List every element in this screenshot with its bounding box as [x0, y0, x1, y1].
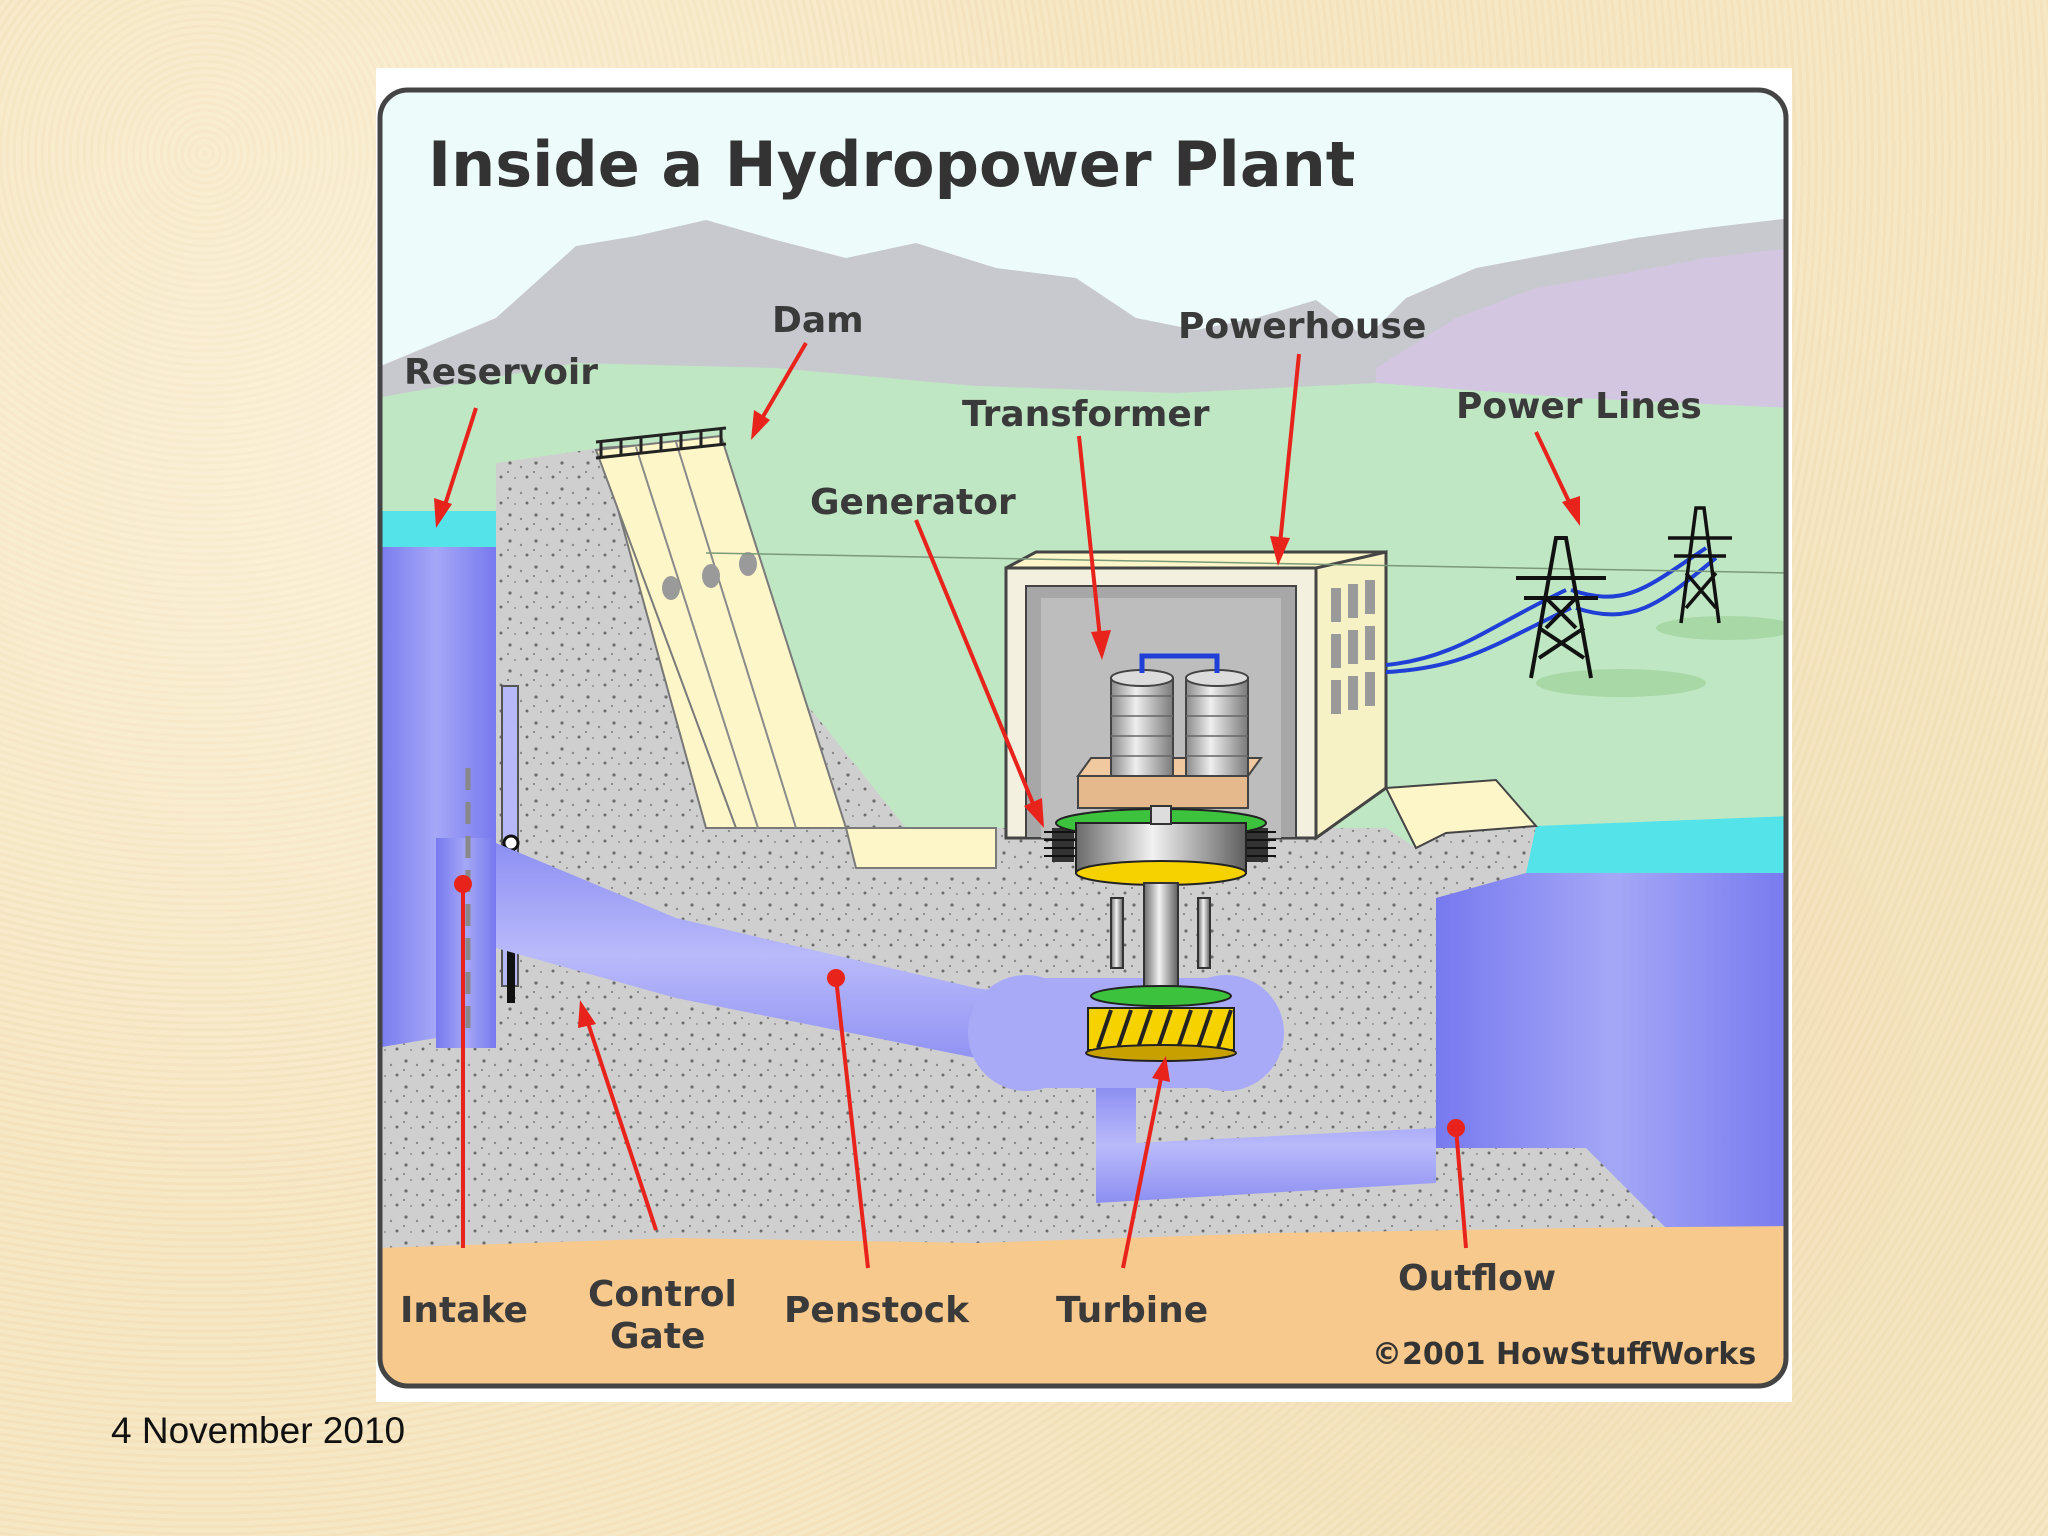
diagram-title: Inside a Hydropower Plant	[428, 128, 1355, 201]
label-powerhouse: Powerhouse	[1178, 306, 1426, 347]
label-intake: Intake	[400, 1290, 528, 1331]
dam-railing	[595, 426, 727, 460]
turbine-shaft	[1143, 882, 1179, 994]
transformer-tank-left	[1110, 677, 1174, 777]
generator	[1044, 805, 1276, 886]
transformer-tank-right	[1185, 677, 1249, 777]
hydropower-diagram-image: Inside a Hydropower Plant Reservoir Dam …	[376, 68, 1792, 1402]
label-generator: Generator	[810, 482, 1016, 523]
diagram-frame	[377, 87, 1789, 1389]
tower-near	[1516, 536, 1606, 679]
label-penstock: Penstock	[784, 1290, 970, 1331]
copyright-notice: ©2001 HowStuffWorks	[1372, 1337, 1756, 1372]
power-lines	[1385, 546, 1718, 674]
ground	[380, 1226, 1786, 1386]
label-control-gate-line2: Gate	[610, 1316, 705, 1357]
tailwater-surface	[1526, 816, 1786, 873]
outflow-channel	[1096, 1088, 1436, 1203]
label-dam: Dam	[772, 300, 864, 341]
powerhouse-windows	[1331, 580, 1375, 714]
turbine	[1085, 985, 1237, 1062]
label-power-lines: Power Lines	[1456, 386, 1702, 427]
label-reservoir: Reservoir	[404, 352, 598, 393]
label-outflow: Outflow	[1398, 1258, 1556, 1299]
label-transformer: Transformer	[962, 394, 1210, 435]
label-turbine: Turbine	[1056, 1290, 1208, 1331]
hydropower-diagram: Inside a Hydropower Plant Reservoir Dam …	[377, 87, 1789, 1389]
label-arrows	[434, 341, 1580, 1269]
slide-date: 4 November 2010	[111, 1410, 406, 1451]
label-control-gate-line1: Control	[588, 1274, 737, 1315]
tower-far	[1668, 506, 1732, 624]
